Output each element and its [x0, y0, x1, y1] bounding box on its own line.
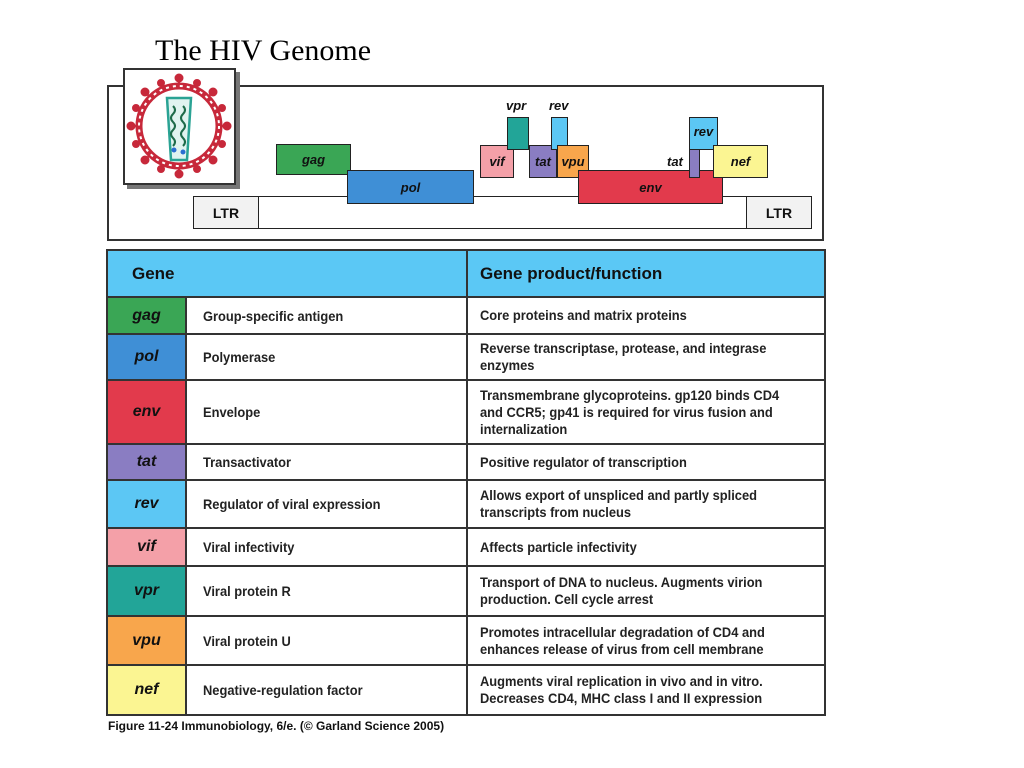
gene-box-tat-1: tat [529, 145, 557, 178]
column-divider [466, 251, 468, 714]
gene-box-gag: gag [276, 144, 351, 175]
gene-cell: env [108, 381, 187, 443]
gene-name: Viral infectivity [203, 539, 295, 555]
genome-backbone [193, 196, 812, 229]
gene-function: Reverse transcriptase, protease, and int… [480, 340, 767, 373]
hiv-virion-illustration [123, 68, 236, 185]
gene-name: Viral protein R [203, 583, 291, 599]
virion-icon [126, 73, 232, 179]
gene-function: Allows export of unspliced and partly sp… [480, 487, 757, 520]
gene-cell: vpr [108, 567, 187, 615]
gene-cell: rev [108, 481, 187, 527]
gene-box-vpr [507, 117, 529, 150]
table-row: rev Regulator of viral expression Allows e… [108, 481, 824, 529]
gene-name: Negative-regulation factor [203, 682, 363, 698]
gene-function: Positive regulator of transcription [480, 453, 687, 470]
gene-cell: nef [108, 666, 187, 714]
gene-function: Transport of DNA to nucleus. Augments vi… [480, 574, 763, 607]
table-row: tat Transactivator Positive regulator of t… [108, 445, 824, 481]
ltr-left: LTR [193, 196, 259, 229]
gene-cell: gag [108, 298, 187, 333]
gene-name: Group-specific antigen [203, 307, 344, 324]
gene-box-rev-2: rev [689, 117, 718, 150]
gene-label-rev-1: rev [549, 98, 569, 113]
gene-name: Viral protein U [203, 632, 291, 649]
table-row: env Envelope Transmembrane glycoproteins. … [108, 381, 824, 445]
table-row: vpu Viral protein U Promotes intracellular… [108, 617, 824, 666]
gene-box-vif: vif [480, 145, 514, 178]
slide-title: The HIV Genome [155, 34, 372, 67]
gene-function: Affects particle infectivity [480, 538, 637, 555]
gene-cell: vif [108, 529, 187, 565]
table-row: gag Group-specific antigen Core proteins a… [108, 298, 824, 335]
gene-table: Gene Gene product/function gag Group-spec… [106, 249, 826, 716]
gene-name: Polymerase [203, 349, 276, 365]
ltr-right: LTR [746, 196, 812, 229]
gene-cell: pol [108, 335, 187, 379]
gene-box-nef: nef [713, 145, 768, 178]
gene-function: Core proteins and matrix proteins [480, 307, 687, 323]
gene-name: Envelope [203, 404, 261, 420]
table-row: nef Negative-regulation factor Augments vi… [108, 666, 824, 714]
header-function: Gene product/function [480, 264, 663, 283]
gene-function: Promotes intracellular degradation of CD… [480, 623, 765, 657]
gene-box-pol: pol [347, 170, 474, 204]
gene-box-env: env [578, 170, 723, 204]
gene-cell: tat [108, 445, 187, 479]
table-row: vif Viral infectivity Affects particle inf… [108, 529, 824, 567]
gene-name: Transactivator [203, 454, 292, 470]
gene-label-vpr: vpr [506, 98, 527, 113]
header-gene: Gene [132, 264, 175, 283]
figure-caption: Figure 11-24 Immunobiology, 6/e. (© Garl… [108, 719, 445, 733]
gene-name: Regulator of viral expression [203, 496, 381, 512]
gene-cell: vpu [108, 617, 187, 664]
table-row: vpr Viral protein R Transport of DNA to nu… [108, 567, 824, 617]
gene-function: Augments viral replication in vivo and i… [480, 673, 763, 706]
table-row: pol Polymerase Reverse transcriptase, prot… [108, 335, 824, 381]
gene-label-tat-2: tat [667, 154, 683, 169]
gene-function: Transmembrane glycoproteins. gp120 binds… [480, 386, 780, 437]
